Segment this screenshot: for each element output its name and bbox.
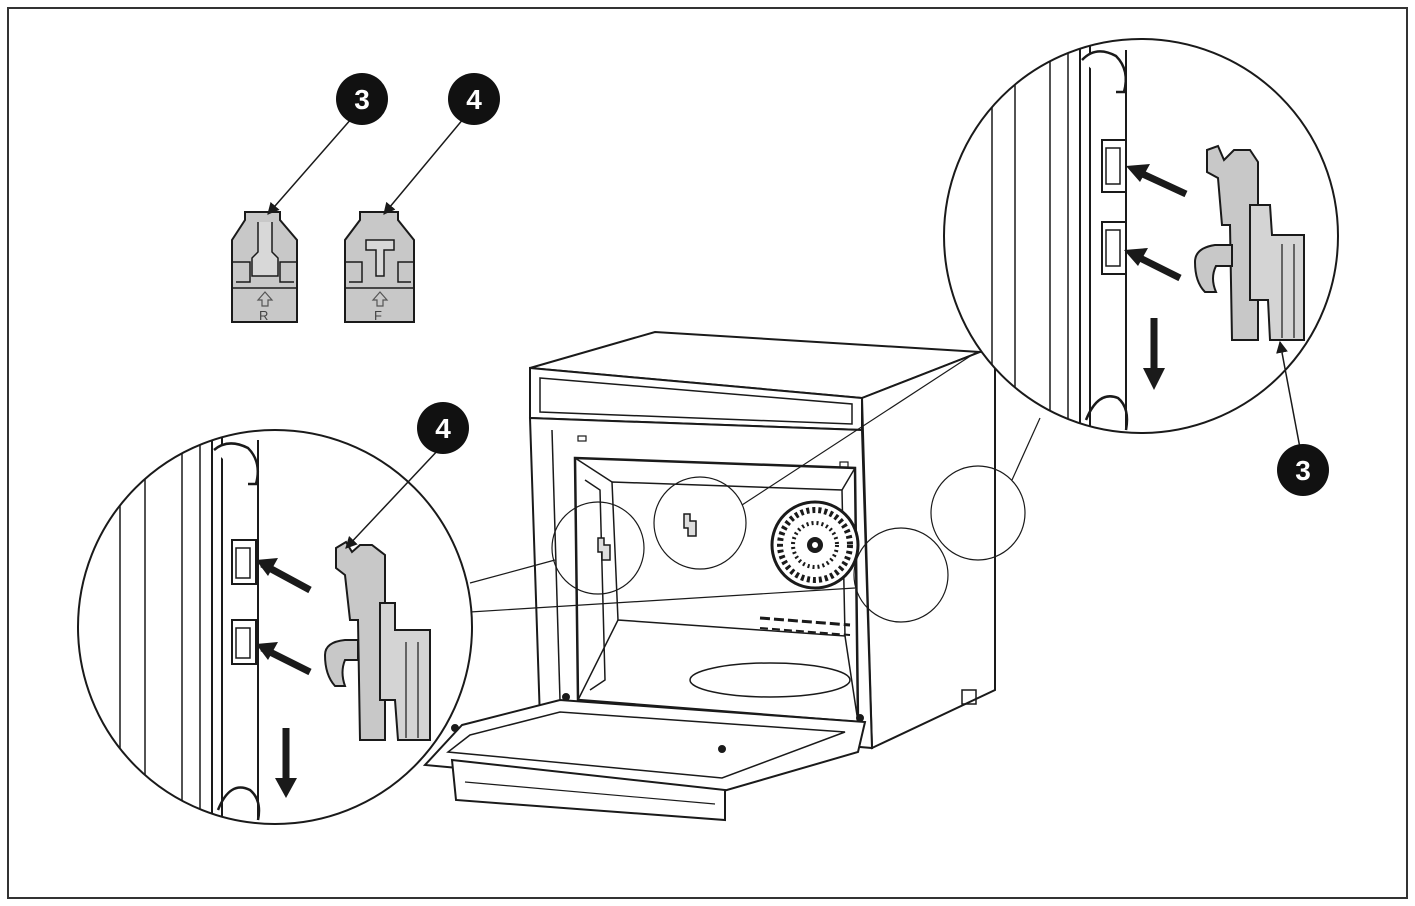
- detail-marker-side-lower: [853, 527, 949, 623]
- svg-text:4: 4: [466, 84, 482, 115]
- convection-fan-icon: [770, 500, 860, 590]
- oven-body: [528, 330, 996, 750]
- front-clip-part: F: [344, 211, 415, 323]
- rear-clip-part: R: [231, 211, 298, 323]
- oven-door: [422, 693, 867, 822]
- detail-marker-right-inner: [653, 476, 747, 570]
- callout-badge-4-zoom: 4: [417, 402, 469, 454]
- callout-badge-3-top: 3: [336, 73, 388, 125]
- zoom-connector-left-upper: [469, 559, 556, 584]
- zoom-detail-right: [943, 38, 1339, 434]
- zoom-connector-left-lower: [469, 587, 856, 613]
- cavity-clip-left-icon: [597, 537, 611, 561]
- rear-clip-letter: R: [259, 308, 268, 323]
- svg-text:3: 3: [1295, 455, 1311, 486]
- zoom-connector-right-upper: [741, 352, 976, 506]
- leader-line-3-top: [267, 117, 353, 215]
- detail-marker-side-upper: [930, 465, 1026, 561]
- diagram-border: [7, 7, 1408, 899]
- zoom-detail-left: [77, 429, 473, 825]
- leader-line-4-top: [383, 117, 465, 215]
- leader-line-4-zoom: [345, 447, 441, 549]
- leader-line-3-zoom: [1276, 340, 1301, 449]
- svg-text:3: 3: [354, 84, 370, 115]
- svg-text:4: 4: [435, 413, 451, 444]
- front-clip-letter: F: [374, 308, 382, 323]
- callout-badge-4-top: 4: [448, 73, 500, 125]
- detail-marker-left-inner: [551, 501, 645, 595]
- zoom-connector-right-lower: [1011, 417, 1041, 481]
- callout-badge-3-zoom: 3: [1277, 444, 1329, 496]
- cavity-clip-right-icon: [683, 513, 697, 537]
